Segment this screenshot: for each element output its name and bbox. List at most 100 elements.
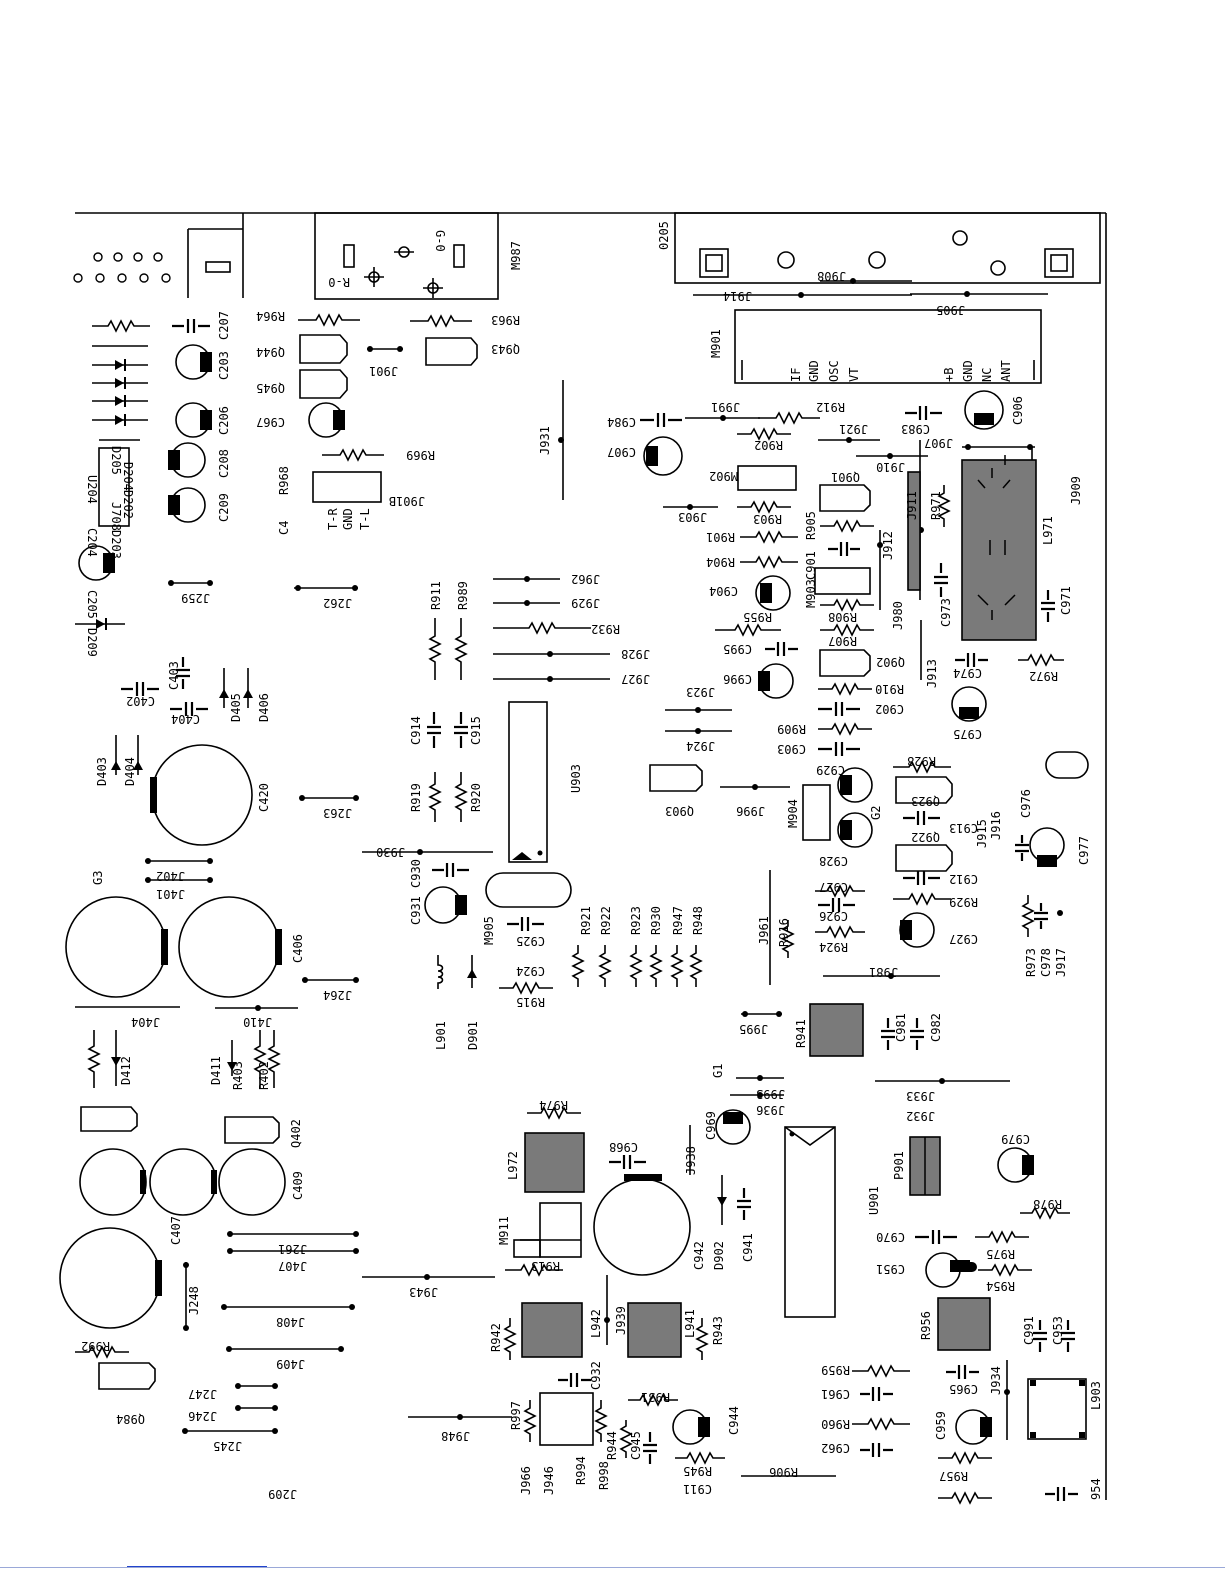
label-j938: J938 bbox=[684, 1146, 698, 1175]
label-u901: U901 bbox=[867, 1186, 881, 1215]
label-j263: J263 bbox=[323, 806, 352, 820]
label-m911: M911 bbox=[497, 1216, 511, 1245]
component-outlines bbox=[312, 465, 1089, 1446]
label-c928: C928 bbox=[819, 854, 848, 868]
label-c967: C967 bbox=[256, 415, 285, 429]
label-c203: C203 bbox=[217, 351, 231, 380]
label-d411: D411 bbox=[209, 1056, 223, 1085]
label-c971: C971 bbox=[1059, 586, 1073, 615]
label-r969: R969 bbox=[406, 448, 435, 462]
label-j407: J407 bbox=[278, 1259, 307, 1273]
label-c926: C926 bbox=[819, 909, 848, 923]
label-u204: U204 bbox=[85, 475, 99, 504]
label-r989: R989 bbox=[456, 581, 470, 610]
label-q943: Q943 bbox=[491, 342, 520, 356]
label-r931: R931 bbox=[641, 1390, 670, 1404]
m911-split bbox=[513, 1239, 581, 1258]
label-j980: J980 bbox=[891, 601, 905, 630]
label-r978: R978 bbox=[1033, 1197, 1062, 1211]
label-c907: C907 bbox=[607, 445, 636, 459]
label-r916: R916 bbox=[777, 918, 791, 947]
u901-marker bbox=[784, 1126, 836, 1146]
label-q903: Q903 bbox=[665, 804, 694, 818]
label-q984: Q984 bbox=[116, 1412, 145, 1426]
label-r903: R903 bbox=[753, 512, 782, 526]
label-c420: C420 bbox=[257, 783, 271, 812]
label-r-0: R-0 bbox=[328, 275, 350, 289]
label-vt: VT bbox=[847, 368, 861, 382]
label-g3: G3 bbox=[91, 871, 105, 885]
label-j259: J259 bbox=[181, 591, 210, 605]
label-r944: R944 bbox=[605, 1431, 619, 1460]
label-r974: R974 bbox=[539, 1098, 568, 1112]
label-d209: D209 bbox=[85, 628, 99, 657]
footer-link-underline[interactable] bbox=[127, 1566, 267, 1567]
label-gnd-2: GND bbox=[961, 360, 975, 382]
label-j932: J932 bbox=[906, 1109, 935, 1123]
m987-connector bbox=[314, 212, 499, 300]
resistors bbox=[75, 313, 1070, 1505]
label-r922: R922 bbox=[599, 906, 613, 935]
label-r402: R402 bbox=[257, 1061, 271, 1090]
label-j946: J946 bbox=[542, 1466, 556, 1495]
label-c970: C970 bbox=[876, 1230, 905, 1244]
label-r972: R972 bbox=[1029, 669, 1058, 683]
label-j917: J917 bbox=[1054, 948, 1068, 977]
label-c404: C404 bbox=[171, 712, 200, 726]
label-r906: R906 bbox=[769, 1465, 798, 1479]
label-l972: L972 bbox=[506, 1151, 520, 1180]
label-j261: J261 bbox=[278, 1242, 307, 1256]
label-c984: C984 bbox=[607, 415, 636, 429]
label-j948: J948 bbox=[441, 1429, 470, 1443]
label-r975: R975 bbox=[986, 1247, 1015, 1261]
label-r913: R913 bbox=[531, 1259, 560, 1273]
label-c208: C208 bbox=[217, 449, 231, 478]
label-c902: C902 bbox=[875, 702, 904, 716]
label-j409: J409 bbox=[276, 1357, 305, 1371]
label-j915: J915 bbox=[975, 819, 989, 848]
label-c975: C975 bbox=[953, 727, 982, 741]
label-c979: C979 bbox=[1001, 1132, 1030, 1146]
label-l942: L942 bbox=[589, 1309, 603, 1338]
label-r915: R915 bbox=[516, 995, 545, 1009]
label-r971: R971 bbox=[929, 491, 943, 520]
label-c4: C4 bbox=[277, 521, 291, 535]
label-c982: C982 bbox=[929, 1013, 943, 1042]
label-c973: C973 bbox=[939, 598, 953, 627]
label-j910: J910 bbox=[876, 460, 905, 474]
label-c911: C911 bbox=[683, 1482, 712, 1496]
label-j993: J993 bbox=[756, 1087, 785, 1101]
label-r997: R997 bbox=[509, 1401, 523, 1430]
label-c945: C945 bbox=[629, 1431, 643, 1460]
label-c406: C406 bbox=[291, 934, 305, 963]
label-r943: R943 bbox=[711, 1316, 725, 1345]
label-gnd-3: GND bbox=[341, 508, 355, 530]
label-c914: C914 bbox=[409, 716, 423, 745]
label-r998: R998 bbox=[597, 1461, 611, 1490]
label-j913: J913 bbox=[925, 659, 939, 688]
label-j914: J914 bbox=[723, 289, 752, 303]
label-c978: C978 bbox=[1039, 948, 1053, 977]
label-r994: R994 bbox=[574, 1456, 588, 1485]
label-j996: J996 bbox=[736, 804, 765, 818]
label-q923: Q923 bbox=[911, 794, 940, 808]
label-r964: R964 bbox=[256, 309, 285, 323]
jumper-dots bbox=[145, 278, 1063, 1434]
label-c924: C924 bbox=[516, 964, 545, 978]
label-c931: C931 bbox=[409, 896, 423, 925]
label-c961: C961 bbox=[821, 1387, 850, 1401]
label-if: IF bbox=[789, 368, 803, 382]
label-c407: C407 bbox=[169, 1216, 183, 1245]
label-c927-a: C927 bbox=[819, 880, 848, 894]
label-r904: R904 bbox=[706, 555, 735, 569]
label-j962: J962 bbox=[571, 572, 600, 586]
label-r932: R932 bbox=[591, 622, 620, 636]
label-j961: J961 bbox=[757, 916, 771, 945]
label-j995: J995 bbox=[739, 1022, 768, 1036]
label-r930: R930 bbox=[649, 906, 663, 935]
label-j929: J929 bbox=[571, 596, 600, 610]
label-c929: C929 bbox=[816, 763, 845, 777]
label-j908: J908 bbox=[817, 269, 846, 283]
label-r905: R905 bbox=[804, 511, 818, 540]
